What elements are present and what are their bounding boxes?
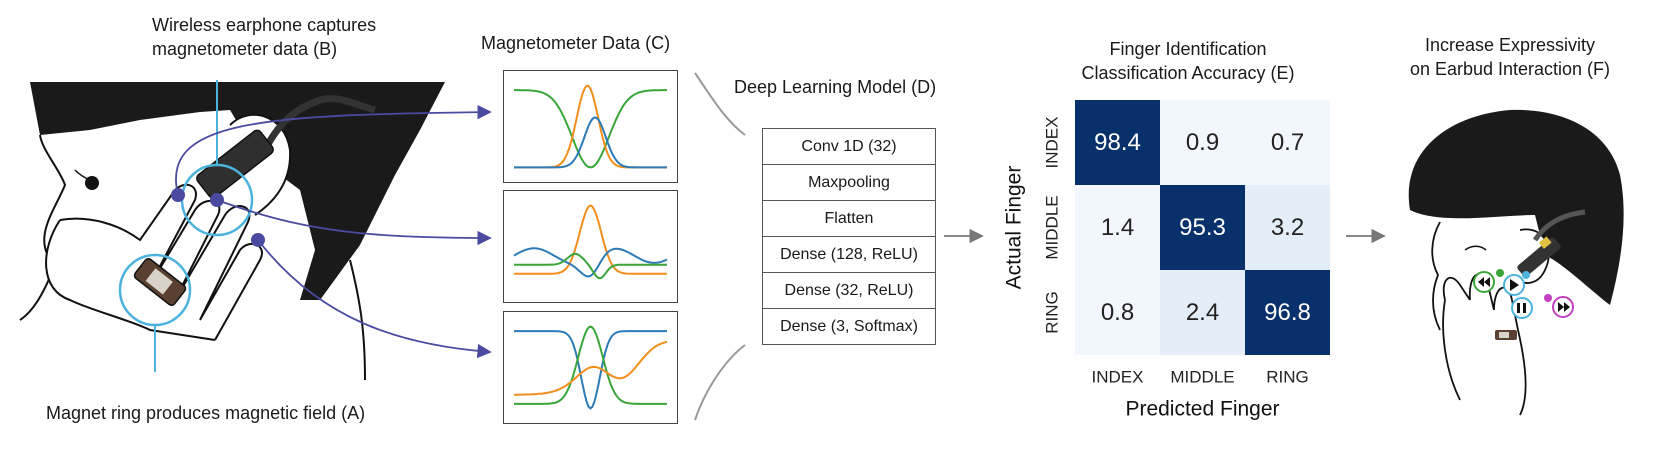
heatmap-value-label: 3.2 bbox=[1271, 214, 1304, 241]
finger-dot-cyan bbox=[1522, 271, 1530, 279]
model-layer-conv1d: Conv 1D (32) bbox=[762, 128, 936, 165]
heatmap-value-label: 0.8 bbox=[1101, 299, 1134, 326]
magnet-ring-highlight bbox=[145, 268, 173, 295]
sensor-curve bbox=[514, 340, 668, 396]
heatmap-cell bbox=[1160, 270, 1245, 355]
earphone-caption-line-1: Wireless earphone captures bbox=[152, 15, 377, 35]
magnetometer-title: Magnetometer Data (C) bbox=[481, 33, 671, 53]
model-layer-stack: Conv 1D (32) Maxpooling Flatten Dense (1… bbox=[762, 128, 936, 345]
nose-line bbox=[74, 169, 91, 181]
expressivity-title-line-1: Increase Expressivity bbox=[1424, 35, 1596, 55]
sensor-curve bbox=[513, 247, 668, 278]
row-tick-label: INDEX bbox=[1042, 117, 1061, 169]
rewind-icon bbox=[1473, 271, 1495, 293]
heatmap-cell bbox=[1075, 270, 1160, 355]
funnel-line-bottom bbox=[694, 344, 746, 421]
heatmap-cell bbox=[1075, 100, 1160, 185]
neck-line bbox=[349, 259, 366, 381]
col-tick-label: INDEX bbox=[1092, 367, 1144, 386]
sensor-curve bbox=[514, 325, 667, 405]
heatmap-cell bbox=[1160, 185, 1245, 270]
heatmap-value-label: 0.9 bbox=[1186, 129, 1219, 156]
face-contour bbox=[19, 134, 67, 321]
model-title: Deep Learning Model (D) bbox=[734, 77, 937, 97]
model-layer-dense-128: Dense (128, ReLU) bbox=[762, 237, 936, 273]
heatmap-cell bbox=[1245, 270, 1330, 355]
accuracy-title-line-2: Classification Accuracy (E) bbox=[1081, 63, 1295, 83]
right-earphone-body bbox=[1517, 237, 1561, 277]
heatmap-cell bbox=[1245, 185, 1330, 270]
model-layer-dense-3: Dense (3, Softmax) bbox=[762, 309, 936, 345]
expressivity-title-line-2: on Earbud Interaction (F) bbox=[1409, 59, 1611, 79]
heatmap-value-label: 98.4 bbox=[1094, 129, 1141, 156]
arrow-index-to-plot bbox=[175, 104, 492, 196]
plot-svg-middle bbox=[513, 204, 668, 280]
row-tick-label: MIDDLE bbox=[1042, 195, 1061, 259]
model-layer-maxpooling: Maxpooling bbox=[762, 165, 936, 201]
play-icon bbox=[1503, 274, 1525, 296]
funnel-line-top bbox=[694, 72, 746, 136]
plot-svg-ring bbox=[514, 325, 668, 410]
row-tick-label: RING bbox=[1042, 291, 1061, 334]
model-layer-dense-32: Dense (32, ReLU) bbox=[762, 273, 936, 309]
sensor-curve bbox=[514, 204, 667, 275]
hair-shape bbox=[30, 82, 445, 300]
sensor-curve bbox=[514, 89, 667, 169]
sensor-curve bbox=[514, 252, 667, 280]
fast-forward-icon bbox=[1552, 296, 1574, 318]
arrow-middle-to-plot bbox=[216, 199, 492, 246]
accuracy-title-line-1: Finger Identification bbox=[1109, 39, 1267, 59]
col-tick-label: RING bbox=[1266, 367, 1309, 386]
right-earphone-cable bbox=[1532, 209, 1586, 242]
heatmap-value-label: 1.4 bbox=[1101, 214, 1134, 241]
finger-dot-pink bbox=[1544, 294, 1552, 302]
earphone-body bbox=[196, 129, 274, 199]
sensor-curve bbox=[514, 330, 667, 410]
heatmap-value-label: 2.4 bbox=[1186, 299, 1219, 326]
right-eye-line bbox=[1464, 245, 1487, 251]
model-layer-flatten: Flatten bbox=[762, 201, 936, 237]
right-earphone-accent bbox=[1538, 236, 1552, 249]
sensor-curve bbox=[514, 116, 667, 169]
pause-icon bbox=[1511, 297, 1533, 319]
finger-dot-green bbox=[1496, 269, 1504, 277]
heatmap-value-label: 0.7 bbox=[1271, 129, 1304, 156]
arrow-ring-to-plot bbox=[257, 239, 492, 359]
right-face-contour bbox=[1431, 221, 1441, 331]
heatmap-cell bbox=[1075, 185, 1160, 270]
col-tick-label: MIDDLE bbox=[1170, 367, 1234, 386]
magnetometer-plot-ring bbox=[503, 311, 678, 424]
plot-svg-index bbox=[514, 84, 667, 169]
heatmap-value-label: 96.8 bbox=[1264, 299, 1311, 326]
heatmap-cell bbox=[1245, 100, 1330, 185]
earphone-caption-line-2: magnetometer data (B) bbox=[152, 39, 338, 59]
heatmap-value-label: 95.3 bbox=[1179, 214, 1226, 241]
y-axis-label: Actual Finger bbox=[1003, 166, 1026, 290]
earphone-cable bbox=[261, 95, 376, 152]
ring-caption: Magnet ring produces magnetic field (A) bbox=[46, 403, 366, 423]
right-hair-shape bbox=[1408, 109, 1624, 305]
right-magnet-ring-highlight bbox=[1499, 332, 1509, 338]
magnetometer-plot-middle bbox=[503, 190, 678, 303]
heatmap-cell bbox=[1160, 100, 1245, 185]
x-axis-label: Predicted Finger bbox=[1125, 398, 1279, 421]
magnetometer-plot-index bbox=[503, 70, 678, 183]
